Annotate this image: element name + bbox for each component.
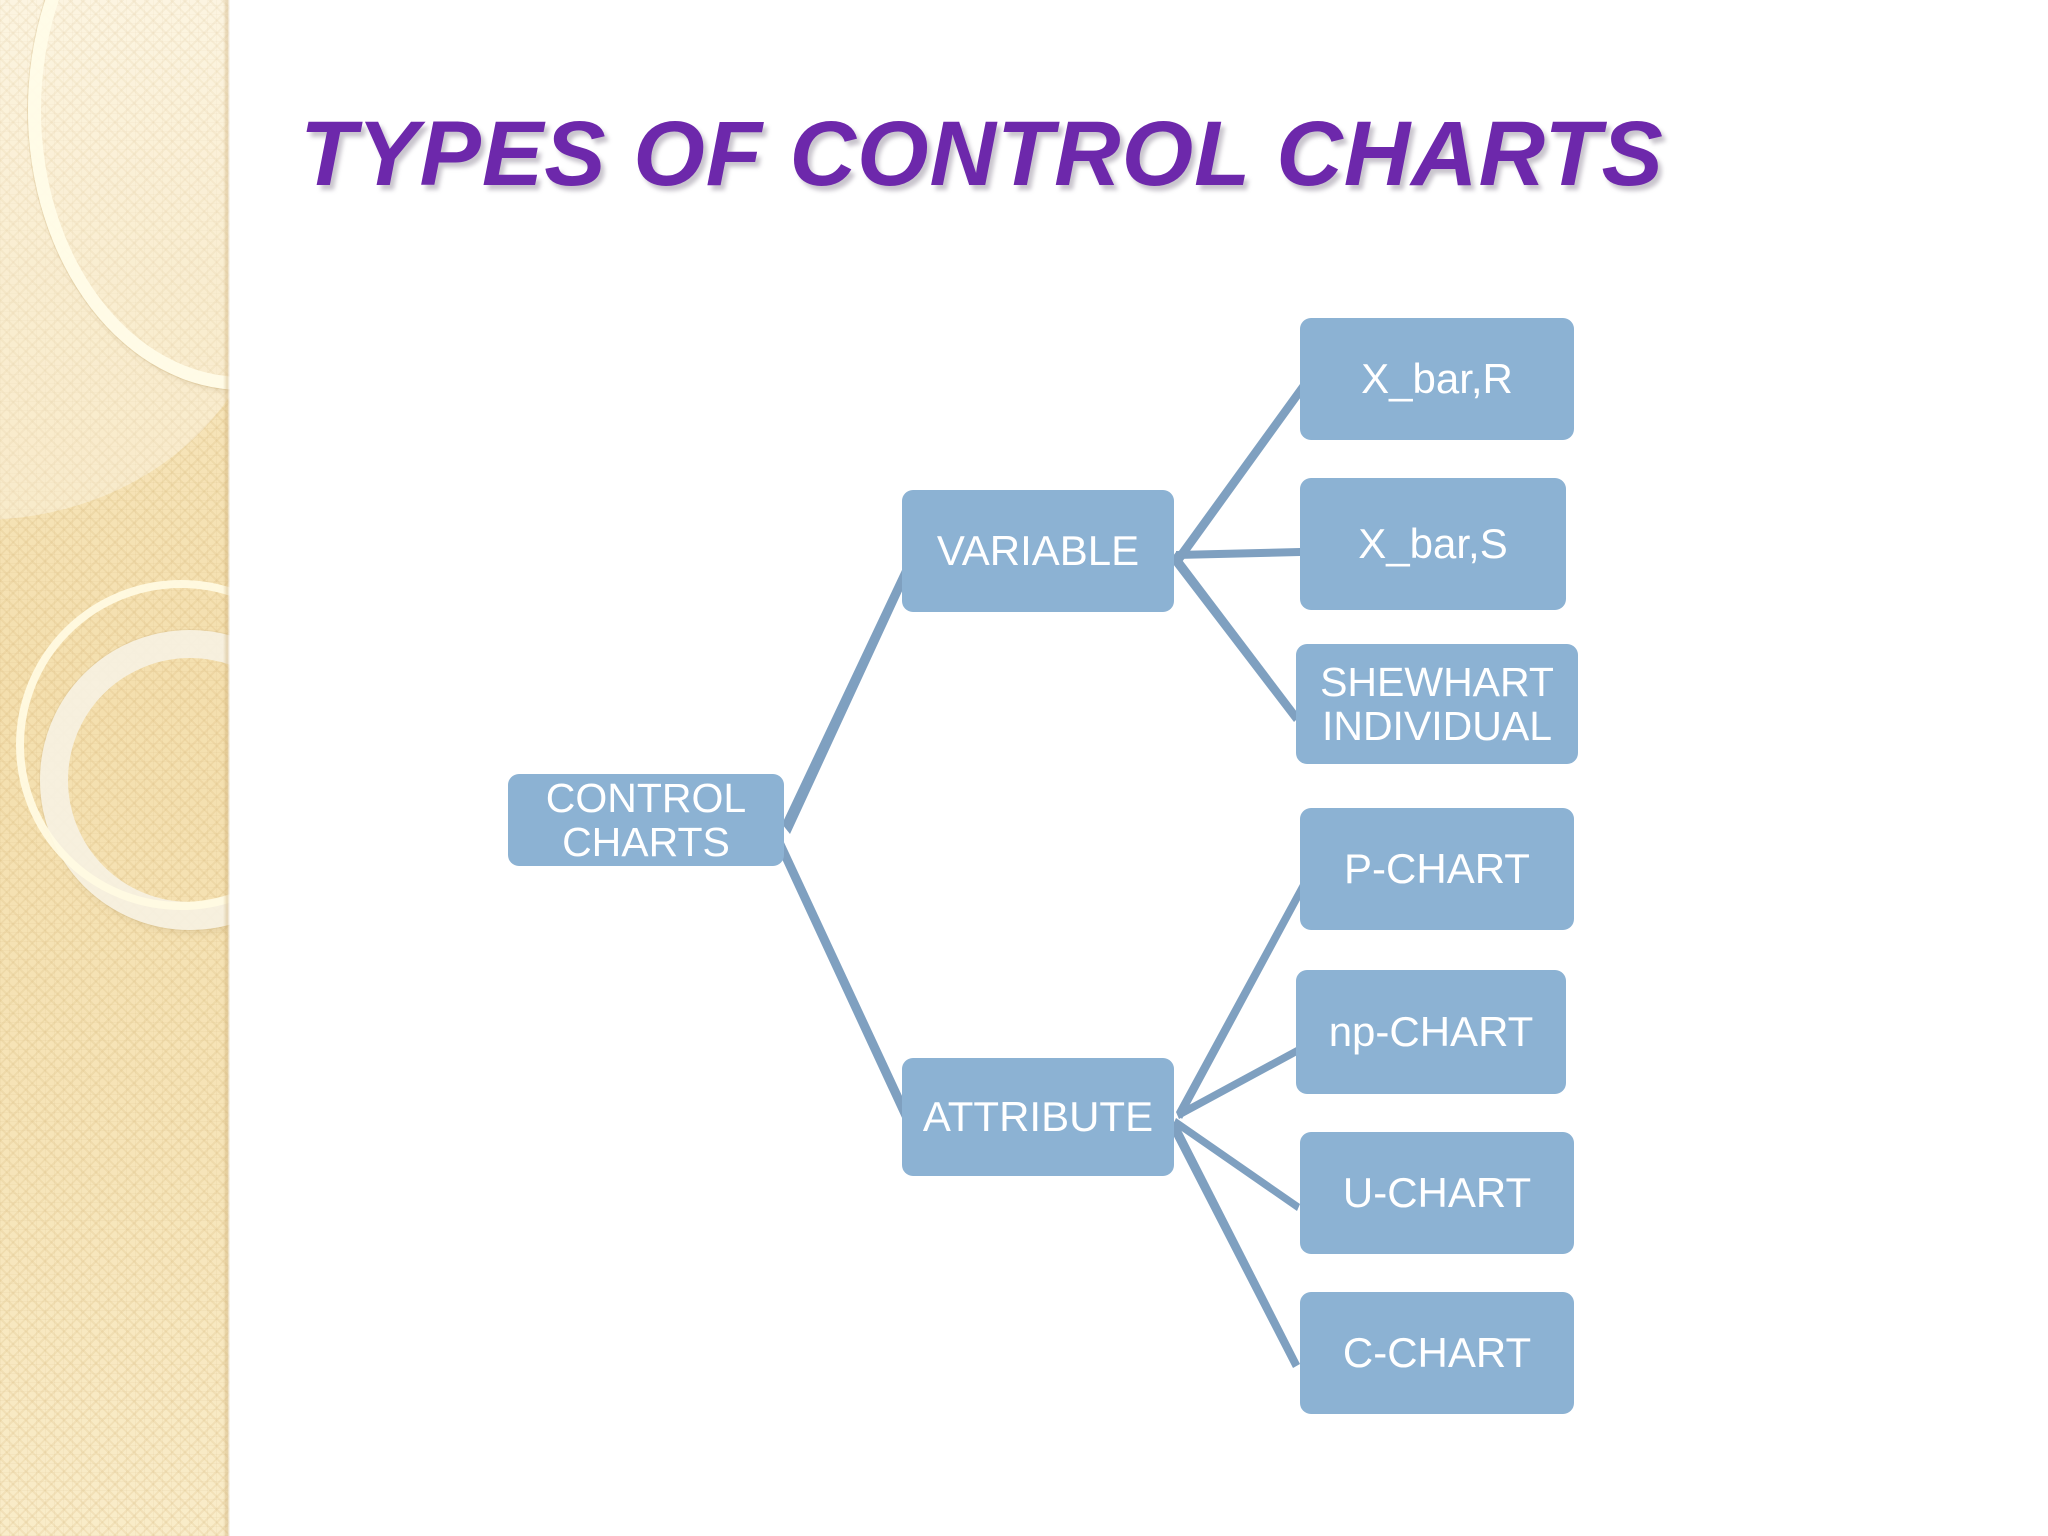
node-control-charts-label: CONTROL CHARTS: [546, 776, 746, 865]
node-control-charts-line1: CONTROL: [545, 774, 747, 821]
node-attribute-label: ATTRIBUTE: [922, 1093, 1154, 1141]
node-np-chart[interactable]: np-CHART: [1296, 970, 1566, 1094]
node-shewhart-line1: SHEWHART: [1320, 658, 1554, 705]
edge-attribute-to-c-chart: [1169, 1120, 1300, 1368]
node-p-chart-label: P-CHART: [1344, 845, 1530, 893]
decorative-sidebar-band: [0, 0, 230, 1536]
node-control-charts-line2: CHARTS: [562, 819, 730, 865]
page-title: TYPES OF CONTROL CHARTS: [300, 103, 1664, 205]
node-xbar-r[interactable]: X_bar,R: [1300, 318, 1574, 440]
node-control-charts[interactable]: CONTROL CHARTS: [508, 774, 784, 866]
edge-attribute-to-np-chart: [1176, 1045, 1303, 1119]
node-c-chart-label: C-CHART: [1342, 1329, 1532, 1377]
node-xbar-r-label: X_bar,R: [1361, 355, 1513, 403]
sidebar-edge-shadow: [223, 0, 230, 1536]
node-attribute[interactable]: ATTRIBUTE: [902, 1058, 1174, 1176]
node-shewhart-individual[interactable]: SHEWHART INDIVIDUAL: [1296, 644, 1578, 764]
edge-attribute-to-p-chart: [1176, 884, 1306, 1119]
node-c-chart[interactable]: C-CHART: [1300, 1292, 1574, 1414]
edge-root-to-attribute: [776, 838, 910, 1120]
node-p-chart[interactable]: P-CHART: [1300, 808, 1574, 930]
edge-variable-to-xbar-r: [1176, 384, 1306, 562]
node-shewhart-line2: INDIVIDUAL: [1321, 703, 1553, 749]
node-variable-label: VARIABLE: [936, 527, 1140, 575]
node-xbar-s-label: X_bar,S: [1358, 520, 1508, 568]
edge-variable-to-xbar-s: [1176, 548, 1300, 559]
edge-variable-to-shewhart: [1170, 552, 1300, 722]
node-xbar-s[interactable]: X_bar,S: [1300, 478, 1566, 610]
node-u-chart[interactable]: U-CHART: [1300, 1132, 1574, 1254]
node-shewhart-individual-label: SHEWHART INDIVIDUAL: [1320, 660, 1554, 749]
node-variable[interactable]: VARIABLE: [902, 490, 1174, 612]
node-u-chart-label: U-CHART: [1342, 1169, 1532, 1217]
edge-attribute-to-u-chart: [1173, 1118, 1300, 1211]
edge-root-to-variable: [782, 553, 916, 834]
node-np-chart-label: np-CHART: [1328, 1008, 1534, 1056]
